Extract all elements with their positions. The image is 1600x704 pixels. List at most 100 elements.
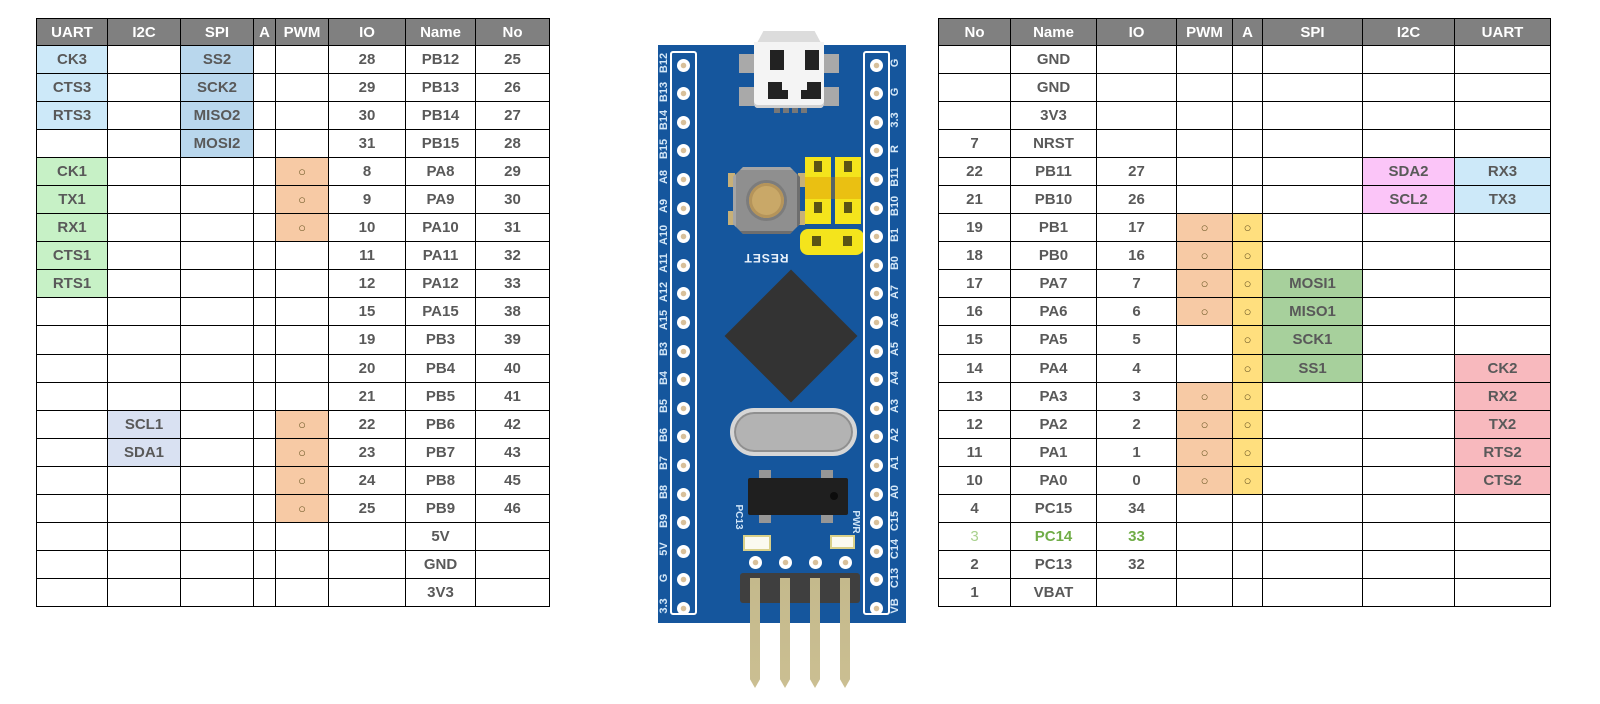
table-cell — [1176, 157, 1233, 187]
pin-label: B8 — [658, 484, 670, 500]
table-cell — [1176, 101, 1233, 131]
table-cell — [1232, 577, 1263, 607]
table-cell — [1176, 493, 1233, 523]
table-cell — [107, 549, 181, 579]
table-cell: 12 — [328, 269, 406, 299]
table-cell — [253, 185, 276, 215]
pin-hole — [870, 516, 883, 530]
table-cell: 21 — [938, 185, 1011, 215]
table-cell — [475, 549, 550, 579]
table-cell: VBAT — [1010, 577, 1097, 607]
table-cell — [1262, 381, 1363, 411]
table-cell: 46 — [475, 493, 550, 523]
table-cell: PA8 — [405, 157, 476, 187]
table-cell: PA15 — [405, 297, 476, 327]
pin-label: B13 — [658, 81, 670, 102]
jumper-pin — [814, 202, 822, 213]
table-cell: 31 — [328, 129, 406, 159]
table-cell: CK2 — [1454, 353, 1551, 383]
table-cell — [1232, 549, 1263, 579]
table-cell — [1232, 185, 1263, 215]
table-cell — [1096, 44, 1177, 75]
table-cell: ○ — [275, 185, 329, 215]
header-pin — [750, 578, 760, 688]
table-cell: PB8 — [405, 465, 476, 495]
pc13-led — [743, 535, 771, 551]
reset-button-cap — [749, 183, 784, 218]
table-cell: 26 — [1096, 185, 1177, 215]
ic-pin — [821, 470, 833, 479]
pin-label: A5 — [889, 341, 901, 357]
table-cell: PB5 — [405, 381, 476, 411]
table-cell — [253, 577, 276, 607]
table-cell: ○ — [1232, 269, 1263, 299]
table-cell: RX3 — [1454, 157, 1551, 187]
table-cell: 29 — [475, 157, 550, 187]
table-cell — [275, 269, 329, 299]
table-cell: 2 — [1096, 409, 1177, 439]
table-cell: PB13 — [405, 73, 476, 103]
right-pin-strip — [863, 51, 890, 615]
pin-hole — [677, 430, 690, 444]
header-pin — [780, 578, 790, 688]
table-cell: ○ — [275, 493, 329, 523]
pin-label: A6 — [889, 313, 901, 328]
table-row: 3V3 — [36, 577, 550, 607]
table-row: GND — [938, 44, 1551, 75]
column-header: Name — [405, 18, 476, 46]
table-cell — [1362, 213, 1455, 243]
table-cell — [253, 325, 276, 355]
table-cell: PA9 — [405, 185, 476, 215]
usb-notch — [782, 82, 788, 90]
table-cell: 17 — [1096, 213, 1177, 243]
table-cell — [180, 353, 254, 383]
pin-label: B1 — [889, 227, 901, 242]
table-cell: 39 — [475, 325, 550, 355]
column-header: SPI — [1262, 18, 1363, 46]
pin-hole — [870, 573, 883, 587]
table-cell — [107, 381, 181, 411]
pin-hole — [870, 144, 883, 158]
table-cell — [1096, 129, 1177, 159]
table-cell: 10 — [328, 213, 406, 243]
table-cell — [1454, 493, 1551, 523]
ic-dot — [830, 492, 838, 500]
jumper-pin — [843, 236, 852, 246]
pin-label: A4 — [889, 370, 901, 385]
column-header: No — [938, 18, 1011, 46]
table-cell: PB0 — [1010, 241, 1097, 271]
table-cell — [1454, 325, 1551, 355]
table-cell — [1262, 185, 1363, 215]
table-cell — [253, 297, 276, 327]
header-pin — [840, 578, 850, 688]
pin-hole — [870, 458, 883, 472]
pin-label: G — [658, 573, 670, 583]
table-cell — [107, 213, 181, 243]
table-cell — [253, 157, 276, 187]
pin-hole — [677, 458, 690, 472]
pin-hole — [870, 601, 883, 615]
pin-hole — [870, 258, 883, 272]
table-cell — [1362, 129, 1455, 159]
table-cell: PC14 — [1010, 521, 1097, 551]
table-cell: PA10 — [405, 213, 476, 243]
pin-hole — [870, 487, 883, 501]
column-header: IO — [1096, 18, 1177, 46]
header-pin-top — [748, 556, 762, 569]
table-cell: ○ — [275, 437, 329, 467]
table-cell — [1362, 297, 1455, 327]
table-cell — [1454, 213, 1551, 243]
usb-pin — [783, 108, 789, 113]
table-cell: PB1 — [1010, 213, 1097, 243]
table-cell: 1 — [938, 577, 1011, 607]
